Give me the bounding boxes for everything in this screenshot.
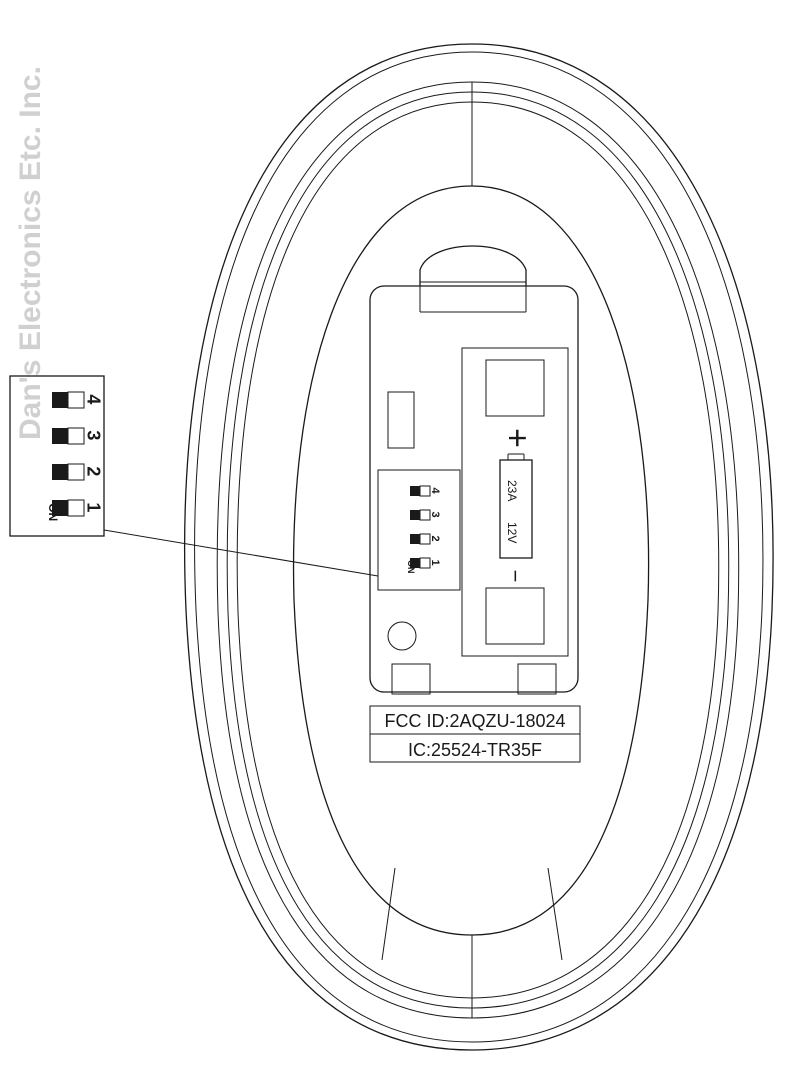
dip-large-switch-1-on (52, 500, 68, 516)
dip-large-switch-2-on (52, 464, 68, 480)
plus-symbol: + (498, 428, 536, 448)
dip-large-switch-3-on (52, 428, 68, 444)
dip-switch-callout (9, 375, 105, 537)
dip-small-switch-2-number: 2 (429, 536, 441, 542)
regulatory-label (369, 705, 581, 763)
dip-switch-large: ON1234 (46, 391, 104, 521)
dip-small-switch-3-off (419, 509, 431, 521)
dip-large-switch-3-number: 3 (84, 430, 104, 440)
battery-type-label: 23A (505, 480, 519, 501)
callout-line (103, 529, 379, 577)
dip-large-switch-4-on (52, 392, 68, 408)
dip-small-switch-4-off (419, 485, 431, 497)
minus-symbol: − (503, 570, 528, 583)
dip-small-switch-4-number: 4 (429, 488, 441, 495)
battery-compartment (369, 245, 579, 695)
battery-voltage-label: 12V (505, 522, 519, 543)
dip-small-switch-1-off (419, 557, 431, 569)
dip-small-switch-3-on (410, 510, 420, 520)
dip-small-switch-3-number: 3 (429, 512, 441, 518)
dip-small-switch-2-off (419, 533, 431, 545)
dip-large-switch-2-number: 2 (84, 466, 104, 476)
dip-switch-small: ON1234 (406, 485, 441, 574)
dip-large-switch-2-off (67, 463, 85, 481)
dip-large-switch-1-off (67, 499, 85, 517)
watermark-text: Dan's Electronics Etc. Inc. (14, 66, 47, 440)
dip-large-switch-4-off (67, 391, 85, 409)
housing-outline (183, 43, 774, 1051)
dip-large-switch-4-number: 4 (84, 394, 104, 404)
ic-text: IC:25524-TR35F (408, 740, 542, 760)
fcc-id-text: FCC ID:2AQZU-18024 (384, 711, 565, 731)
dip-large-switch-3-off (67, 427, 85, 445)
dip-small-switch-2-on (410, 534, 420, 544)
dip-small-switch-4-on (410, 486, 420, 496)
dip-small-switch-1-on (410, 558, 420, 568)
dip-large-switch-1-number: 1 (84, 502, 104, 512)
dip-small-switch-1-number: 1 (429, 560, 441, 566)
